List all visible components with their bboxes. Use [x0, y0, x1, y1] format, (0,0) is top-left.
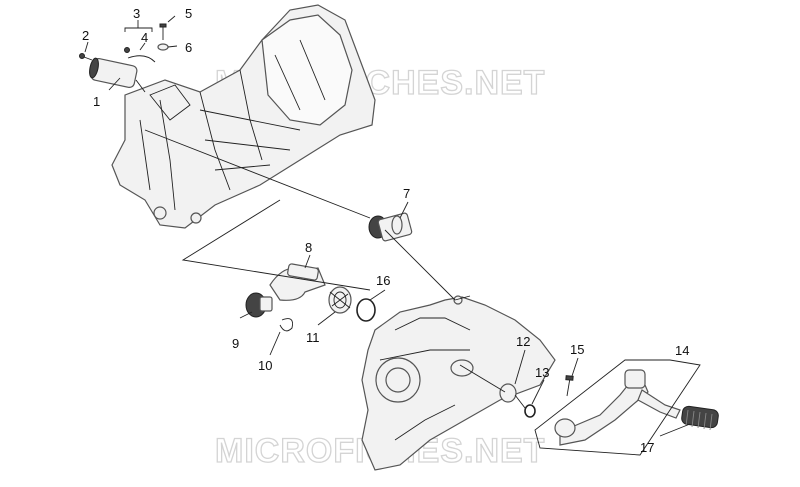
gear-shaft-part-7 — [368, 212, 413, 242]
gear-part-9 — [245, 292, 273, 318]
washer-part-6 — [157, 43, 169, 51]
callout-10: 10 — [258, 358, 272, 373]
callout-15: 15 — [570, 342, 584, 357]
callout-1: 1 — [93, 94, 100, 109]
bolt-part-5 — [159, 23, 167, 40]
rubber-grip-part-17 — [681, 405, 719, 431]
clutch-cover-housing — [361, 295, 556, 471]
callout-9: 9 — [232, 336, 239, 351]
screw-part-2 — [79, 53, 93, 61]
washer-part-13 — [524, 404, 536, 418]
callout-17: 17 — [640, 440, 654, 455]
callout-4: 4 — [141, 30, 148, 45]
callout-3: 3 — [133, 6, 140, 21]
callout-labels: 1 2 3 4 5 6 7 8 9 10 11 16 12 13 15 14 1… — [82, 6, 689, 455]
leader-lines — [84, 15, 701, 456]
kick-lever-part-14 — [554, 369, 681, 446]
bolt-part-15 — [565, 375, 574, 397]
o-ring-part-16 — [356, 298, 376, 322]
callout-7: 7 — [403, 186, 410, 201]
callout-5: 5 — [185, 6, 192, 21]
spring-part-11 — [328, 286, 352, 314]
callout-14: 14 — [675, 343, 689, 358]
callout-6: 6 — [185, 40, 192, 55]
callout-2: 2 — [82, 28, 89, 43]
cable-part-4 — [127, 55, 156, 63]
callout-16: 16 — [376, 273, 390, 288]
clip-part-10 — [279, 318, 293, 332]
callout-11: 11 — [306, 330, 320, 345]
starter-motor — [89, 57, 146, 93]
callout-8: 8 — [305, 240, 312, 255]
callout-12: 12 — [516, 334, 530, 349]
crankcase-housing — [111, 4, 376, 229]
seal-part-12 — [499, 383, 517, 403]
callout-13: 13 — [535, 365, 549, 380]
small-plate-part-4 — [124, 47, 130, 53]
